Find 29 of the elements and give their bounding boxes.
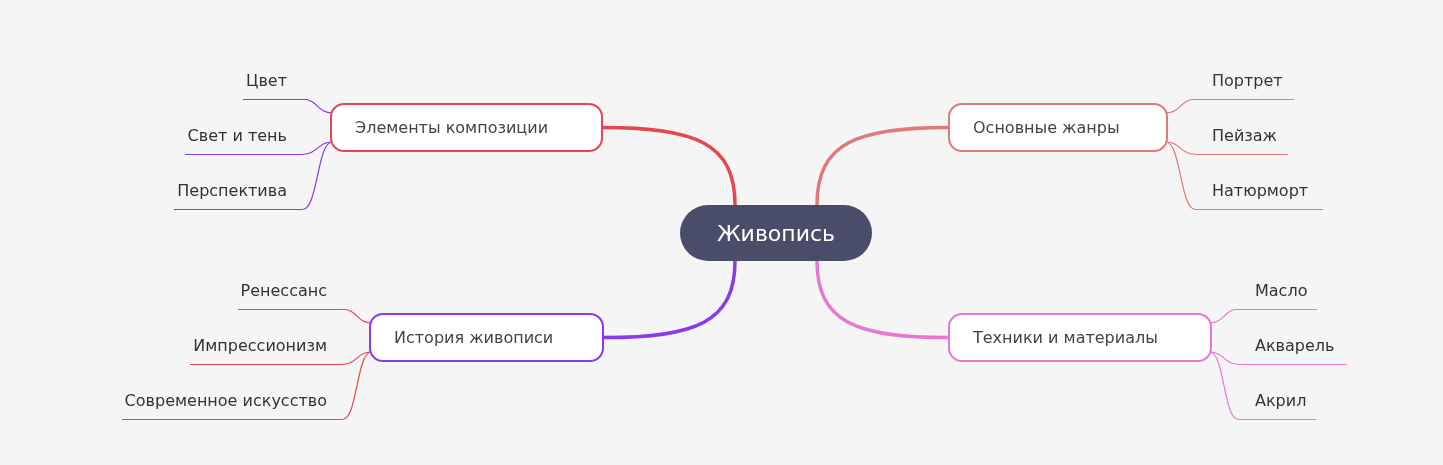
topic-pill: Живопись (680, 205, 872, 261)
connector (1165, 98, 1196, 114)
leaf-label: Перспектива (174, 180, 303, 210)
leaf-label: Импрессионизм (190, 335, 343, 365)
branch-box: Элементы композиции (330, 103, 603, 152)
leaf-label: Акварель (1238, 335, 1347, 365)
leaf-label: Натюрморт (1195, 180, 1323, 210)
connector (815, 125, 949, 206)
branch-box: История живописи (369, 313, 604, 362)
leaf-label: Портрет (1195, 70, 1294, 100)
connector (342, 351, 372, 420)
branch-box: Техники и материалы (948, 313, 1212, 362)
leaf-label: Масло (1238, 280, 1317, 310)
leaf-label: Акрил (1238, 390, 1316, 420)
leaf-label: Пейзаж (1195, 125, 1288, 155)
leaf-label: Свет и тень (184, 125, 303, 155)
leaf-label: Ренессанс (237, 280, 343, 310)
connector (302, 141, 333, 210)
leaf-label: Современное искусство (121, 390, 343, 420)
connector (1165, 141, 1196, 210)
connector (1209, 351, 1239, 420)
leaf-label: Цвет (243, 70, 303, 100)
connector (602, 125, 737, 206)
connector (603, 260, 737, 340)
branch-box: Основные жанры (948, 103, 1168, 152)
connector (1209, 308, 1239, 324)
connector (302, 98, 333, 114)
connector (815, 260, 949, 340)
connector (342, 308, 372, 324)
